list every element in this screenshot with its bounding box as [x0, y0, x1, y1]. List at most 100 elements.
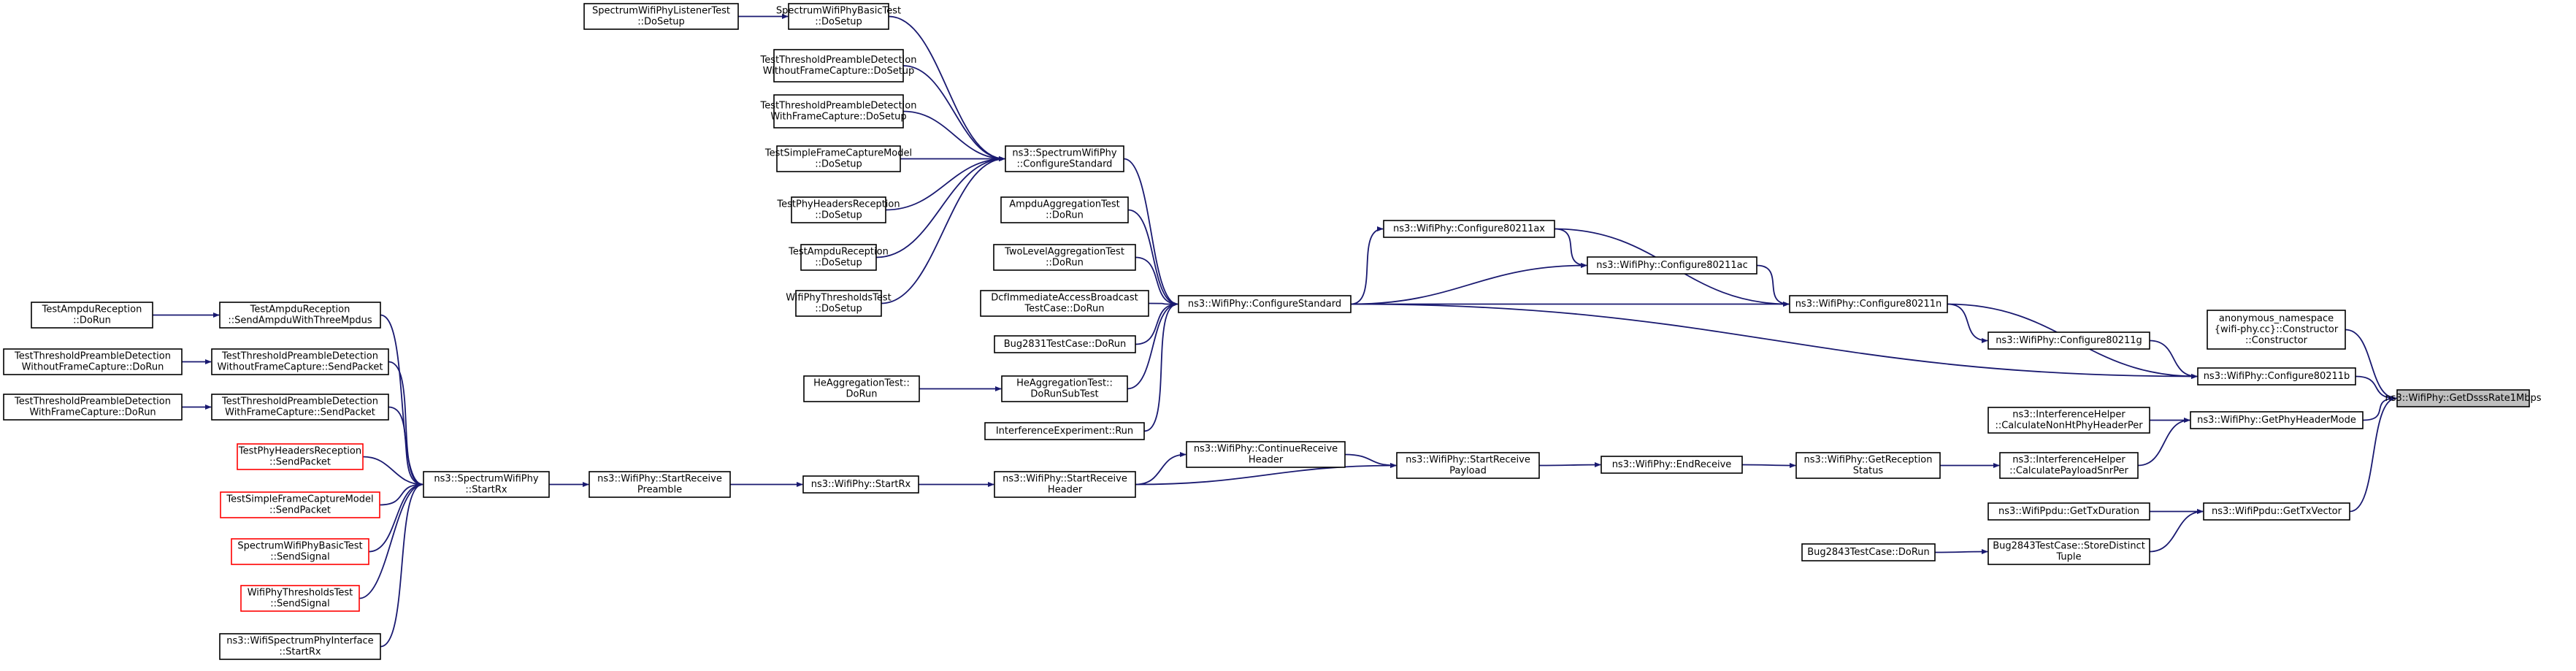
node-ttpwdorun[interactable]: TestThresholdPreambleDetectionWithFrameC…	[3, 394, 183, 421]
node-box	[773, 49, 904, 83]
node-label-line: ns3::InterferenceHelper	[2012, 410, 2125, 421]
node-label-line: TestThresholdPreambleDetection	[760, 101, 917, 112]
edge-tphrsend-to-spectstartrx	[362, 456, 423, 488]
node-spectstartrx[interactable]: ns3::SpectrumWifiPhy::StartRx	[423, 471, 550, 498]
node-label-line: TwoLevelAggregationTest	[1004, 247, 1124, 258]
node-tphrsend[interactable]: TestPhyHeadersReception::SendPacket	[237, 443, 364, 470]
node-interfexp[interactable]: InterferenceExperiment::Run	[984, 422, 1145, 440]
node-tsfcm[interactable]: TestSimpleFrameCaptureModel::DoSetup	[764, 145, 912, 172]
node-label-line: WithoutFrameCapture::SendPacket	[217, 362, 383, 373]
edge-cfgstd-to-cfg11ac	[1350, 262, 1587, 305]
edge-cfg11g-to-cfg11b	[2149, 340, 2198, 380]
node-spectcfg[interactable]: ns3::SpectrumWifiPhy::ConfigureStandard	[1005, 145, 1124, 172]
node-label-line: TestSimpleFrameCaptureModel	[764, 148, 912, 159]
node-box	[803, 375, 920, 402]
node-box	[791, 196, 886, 223]
node-bug2843dorun[interactable]: Bug2843TestCase::DoRun	[1801, 543, 1936, 561]
node-swpbasic[interactable]: SpectrumWifiPhyBasicTest::DoSetup	[776, 3, 901, 30]
node-swpbasicsig[interactable]: SpectrumWifiPhyBasicTest::SendSignal	[231, 538, 369, 565]
node-label-line: ns3::WifiPhy::StartReceive	[1003, 474, 1127, 485]
node-label-line: ns3::WifiPhy::GetDsssRate1Mbps	[2385, 393, 2541, 404]
node-box	[220, 491, 380, 518]
edge-cfg11b-to-getdsss	[2355, 375, 2397, 402]
node-label-line: ns3::WifiPhy::StartReceive	[1406, 455, 1530, 466]
node-label-line: HeAggregationTest::	[1016, 378, 1113, 389]
node-box	[800, 244, 877, 271]
node-label-line: TestAmpduReception	[250, 304, 350, 315]
node-bug2831[interactable]: Bug2831TestCase::DoRun	[994, 335, 1136, 353]
node-tardorun[interactable]: TestAmpduReception::DoRun	[31, 302, 153, 329]
edges-layer	[153, 13, 2397, 648]
node-cfg11ax[interactable]: ns3::WifiPhy::Configure80211ax	[1383, 220, 1555, 238]
edge-calcpayload-to-getphyhdr	[2137, 417, 2190, 467]
node-tsfcmsend[interactable]: TestSimpleFrameCaptureModel::SendPacket	[220, 491, 380, 518]
node-label-line: SpectrumWifiPhyBasicTest	[776, 6, 901, 17]
edge-ttpwsend-to-spectstartrx	[388, 406, 423, 488]
node-ttpw[interactable]: TestThresholdPreambleDetectionWithFrameC…	[760, 94, 917, 129]
node-ampduagg[interactable]: AmpduAggregationTest::DoRun	[1000, 196, 1129, 223]
node-gettxdur[interactable]: ns3::WifiPpdu::GetTxDuration	[1987, 502, 2150, 521]
node-calcnonht[interactable]: ns3::InterferenceHelper::CalculateNonHtP…	[1987, 407, 2150, 434]
node-heaggsub[interactable]: HeAggregationTest::DoRunSubTest	[1001, 375, 1128, 402]
node-label-line: TestAmpduReception	[788, 247, 889, 258]
node-box	[1789, 295, 1948, 313]
node-endrecv[interactable]: ns3::WifiPhy::EndReceive	[1601, 456, 1743, 474]
node-label-line: SpectrumWifiPhyBasicTest	[237, 541, 362, 552]
node-twolevel[interactable]: TwoLevelAggregationTest::DoRun	[993, 244, 1136, 271]
node-wifispectrx[interactable]: ns3::WifiSpectrumPhyInterface::StartRx	[219, 633, 381, 660]
node-label-line: WithFrameCapture::SendPacket	[225, 407, 375, 418]
node-tar[interactable]: TestAmpduReception::DoSetup	[788, 244, 889, 271]
node-getphyhdr[interactable]: ns3::WifiPhy::GetPhyHeaderMode	[2190, 411, 2364, 429]
node-label-line: anonymous_namespace	[2219, 313, 2334, 324]
node-startrx[interactable]: ns3::WifiPhy::StartRx	[802, 475, 919, 494]
node-label-line: WithFrameCapture::DoSetup	[770, 112, 906, 123]
node-label-line: WifiPhyThresholdsTest	[786, 293, 892, 304]
node-wpt[interactable]: WifiPhyThresholdsTest::DoSetup	[786, 290, 892, 317]
node-tphr[interactable]: TestPhyHeadersReception::DoSetup	[776, 196, 900, 223]
node-box	[994, 335, 1136, 353]
node-swplistener[interactable]: SpectrumWifiPhyListenerTest::DoSetup	[583, 3, 739, 30]
node-calcpayload[interactable]: ns3::InterferenceHelper::CalculatePayloa…	[1999, 452, 2139, 479]
node-label-line: TestCase::DoRun	[1024, 304, 1104, 315]
node-gettxvec[interactable]: ns3::WifiPpdu::GetTxVector	[2203, 502, 2350, 521]
node-label-line: ::Constructor	[2245, 335, 2308, 346]
node-label-line: ::SendSignal	[270, 552, 329, 563]
node-cfg11n[interactable]: ns3::WifiPhy::Configure80211n	[1789, 295, 1948, 313]
node-label-line: ::DoSetup	[637, 17, 685, 28]
node-cfg11g[interactable]: ns3::WifiPhy::Configure80211g	[1987, 331, 2150, 350]
node-label-line: ns3::WifiPhy::Configure80211b	[2204, 371, 2350, 382]
node-label-line: ns3::WifiPpdu::GetTxVector	[2212, 506, 2342, 517]
node-cfgstd[interactable]: ns3::WifiPhy::ConfigureStandard	[1178, 295, 1352, 313]
node-label-line: ::DoSetup	[815, 17, 862, 28]
node-heagg[interactable]: HeAggregationTest::DoRun	[803, 375, 920, 402]
node-label-line: TestThresholdPreambleDetection	[221, 396, 378, 407]
node-anon[interactable]: anonymous_namespace{wifi-phy.cc}::Constr…	[2207, 310, 2346, 350]
node-ttpwosend[interactable]: TestThresholdPreambleDetectionWithoutFra…	[211, 348, 389, 375]
node-box	[1587, 256, 1757, 275]
node-wptsig[interactable]: WifiPhyThresholdsTest::SendSignal	[240, 585, 360, 612]
node-box	[802, 475, 919, 494]
edge-cfg11ax-to-cfg11ac	[1554, 228, 1587, 269]
node-box	[31, 302, 153, 329]
node-dcf[interactable]: DcfImmediateAccessBroadcastTestCase::DoR…	[980, 290, 1149, 317]
node-label-line: ::DoRun	[73, 315, 111, 326]
node-label-line: ns3::WifiPhy::ConfigureStandard	[1188, 299, 1341, 310]
node-box	[2190, 411, 2364, 429]
node-label-line: ns3::WifiPhy::Configure80211ax	[1393, 223, 1545, 234]
node-label-line: WithFrameCapture::DoRun	[29, 407, 156, 418]
node-cfg11b[interactable]: ns3::WifiPhy::Configure80211b	[2197, 367, 2356, 386]
node-label-line: DoRun	[846, 389, 878, 400]
node-cfg11ac[interactable]: ns3::WifiPhy::Configure80211ac	[1587, 256, 1757, 275]
node-ttpwo[interactable]: TestThresholdPreambleDetectionWithoutFra…	[760, 49, 917, 83]
node-box	[231, 538, 369, 565]
edge-bug2831-to-cfgstd	[1135, 301, 1178, 345]
node-tarsend[interactable]: TestAmpduReception::SendAmpduWithThreeMp…	[219, 302, 381, 329]
node-ttpwsend[interactable]: TestThresholdPreambleDetectionWithFrameC…	[211, 394, 389, 421]
node-ttpwodorun[interactable]: TestThresholdPreambleDetectionWithoutFra…	[3, 348, 183, 375]
